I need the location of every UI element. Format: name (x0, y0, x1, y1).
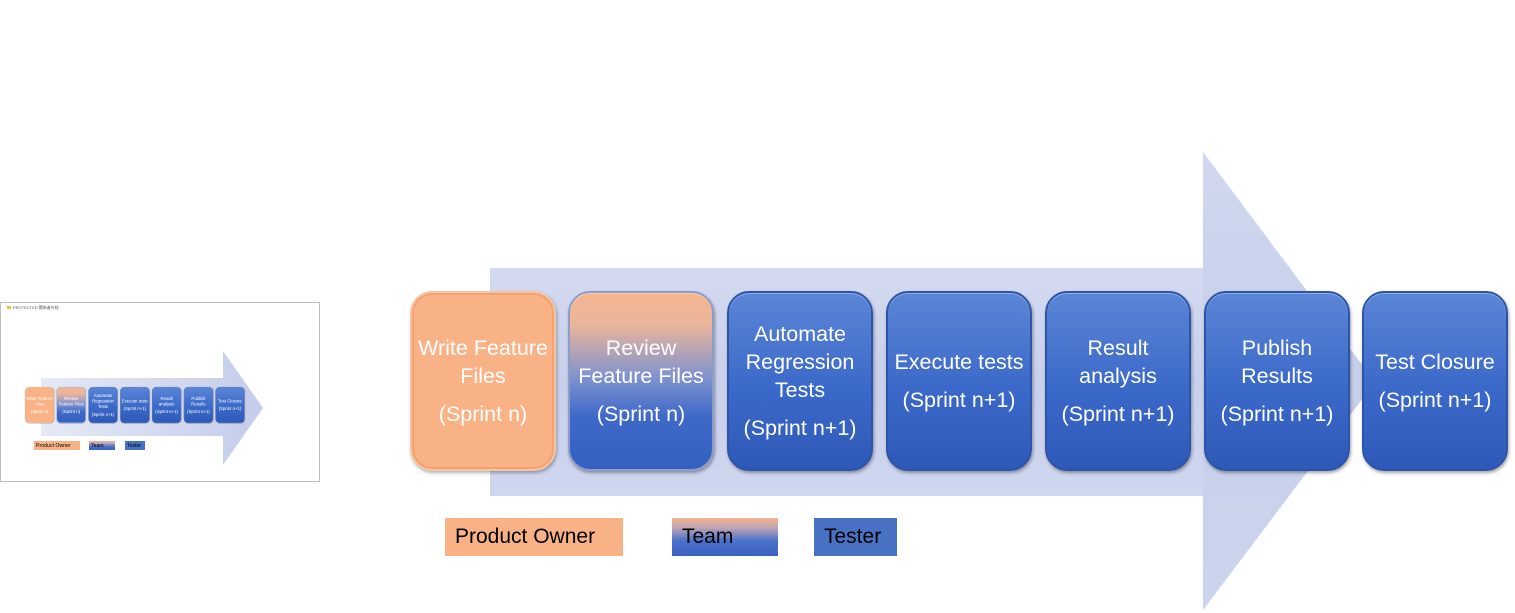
step-4: Execute tests (Sprint n+1) (120, 387, 150, 423)
legend-product-owner: Product Owner (445, 518, 623, 556)
step-sprint: (Sprint n+1) (902, 388, 1016, 412)
legend-tester: Tester (814, 518, 897, 556)
step-5: Result analysis (Sprint n+1) (152, 387, 182, 423)
step-name: Publish Results (191, 396, 206, 407)
step-name: Execute tests (121, 398, 148, 404)
step-name: Test Closure (1375, 350, 1495, 374)
step-name: Test Closure (218, 398, 242, 404)
step-sprint: (Sprint n) (62, 409, 81, 414)
step-sprint: (Sprint n+1) (155, 409, 178, 414)
step-3: Automate Regression Tests (Sprint n+1) (727, 291, 873, 471)
step-7: Test Closure (Sprint n+1) (1362, 291, 1508, 471)
legend-team: Team (672, 518, 778, 556)
step-sprint: (Sprint n) (596, 402, 686, 426)
step-sprint: (Sprint n+1) (1061, 402, 1175, 426)
step-name: Review Feature Files (58, 396, 84, 407)
legend-product-owner-label: Product Owner (455, 525, 596, 548)
step-sprint: (Sprint n+1) (187, 409, 210, 414)
step-1: Write Feature Files (Sprint n) (410, 291, 556, 471)
thumbnail-legend-label: Team (91, 442, 104, 449)
thumbnail-legend-label: Product Owner (36, 442, 71, 449)
step-3: Automate Regression Tests (Sprint n+1) (88, 387, 118, 423)
step-name: Publish Results (1241, 336, 1313, 388)
step-2: Review Feature Files (Sprint n) (56, 387, 86, 423)
step-name: Result analysis (1079, 336, 1157, 388)
step-7: Test Closure (Sprint n+1) (215, 387, 245, 423)
thumbnail-title: PROTECTED 関係者外秘 (7, 305, 59, 311)
step-sprint: (Sprint n+1) (123, 406, 147, 412)
step-5: Result analysis (Sprint n+1) (1045, 291, 1191, 471)
step-sprint: (Sprint n+1) (1378, 388, 1492, 412)
step-sprint: (Sprint n+1) (743, 416, 857, 440)
step-name: Automate Regression Tests (745, 322, 855, 402)
step-name: Automate Regression Tests (92, 393, 114, 410)
step-name: Write Feature Files (26, 396, 53, 407)
step-sprint: (Sprint n) (30, 409, 49, 414)
thumbnail-legend-label: Tester (127, 442, 142, 449)
step-4: Execute tests (Sprint n+1) (886, 291, 1032, 471)
step-name: Result analysis (158, 396, 175, 407)
step-sprint: (Sprint n) (438, 402, 528, 426)
step-6: Publish Results (Sprint n+1) (183, 387, 213, 423)
step-sprint: (Sprint n+1) (1220, 402, 1334, 426)
step-1: Write Feature Files (Sprint n) (25, 387, 55, 423)
thumbnail-legend-tester: Tester (125, 441, 145, 450)
step-2: Review Feature Files (Sprint n) (568, 291, 714, 471)
step-name: Execute tests (894, 350, 1024, 374)
step-sprint: (Sprint n+1) (218, 406, 242, 412)
thumbnail-legend-team: Team (89, 441, 115, 450)
thumbnail-legend-po: Product Owner (34, 441, 80, 450)
legend-tester-label: Tester (824, 525, 882, 548)
step-6: Publish Results (Sprint n+1) (1204, 291, 1350, 471)
step-name: Review Feature Files (578, 336, 704, 388)
step-sprint: (Sprint n+1) (91, 412, 115, 417)
slide-thumbnail[interactable]: PROTECTED 関係者外秘 Write Feature Files (Spri… (0, 302, 320, 482)
legend-team-label: Team (682, 525, 734, 548)
step-name: Write Feature Files (418, 336, 548, 388)
